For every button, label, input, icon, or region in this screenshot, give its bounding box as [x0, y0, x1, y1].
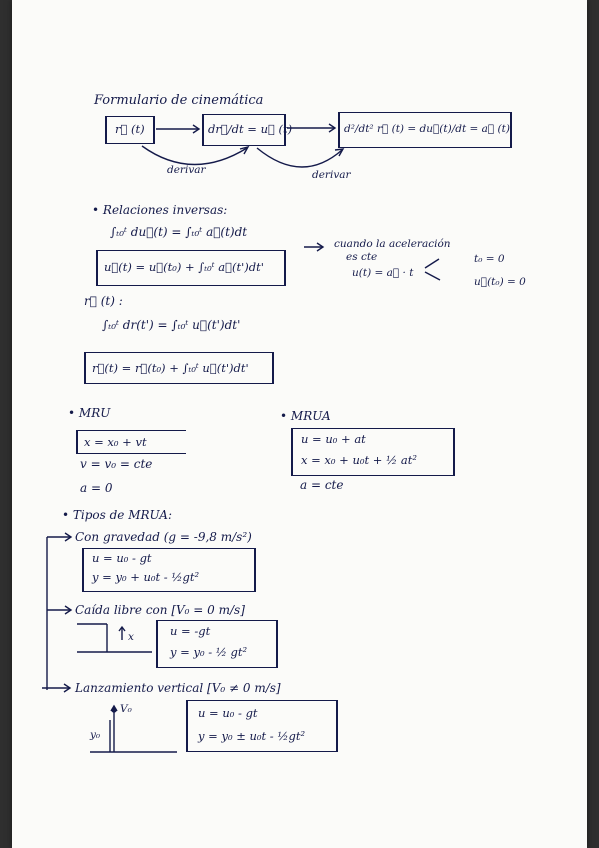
mrua-box: u = u₀ + at x = x₀ + u₀t + ½ at²	[291, 428, 455, 476]
gravedad-line-1: u = u₀ - gt	[92, 551, 152, 565]
relaciones-eq4-box: r⃗(t) = r⃗(t₀) + ∫ₜ₀ᵗ u⃗(t')dt'	[84, 352, 274, 384]
caida-box: u = -gt y = y₀ - ½ gt²	[156, 620, 278, 668]
relaciones-eq2-box: u⃗(t) = u⃗(t₀) + ∫ₜ₀ᵗ a⃗(t')dt'	[96, 250, 286, 286]
mru-box: x = x₀ + vt	[76, 430, 186, 454]
page-title: Formulario de cinemática	[94, 93, 264, 108]
position-formula: r⃗ (t)	[115, 122, 145, 136]
gravedad-line-2: y = y₀ + u₀t - ½gt²	[92, 570, 200, 584]
position-box: r⃗ (t)	[105, 116, 155, 144]
relaciones-eq2: u⃗(t) = u⃗(t₀) + ∫ₜ₀ᵗ a⃗(t')dt'	[104, 260, 264, 274]
caida-axis-label: x	[128, 631, 134, 643]
velocity-formula: dr⃗/dt = u⃗ (t)	[208, 122, 293, 136]
position-label: r⃗ (t) :	[84, 294, 123, 308]
mru-line-2: v = v₀ = cte	[80, 457, 153, 471]
hand-drawn-lines	[42, 123, 441, 753]
mru-line-1: x = x₀ + vt	[84, 435, 147, 449]
gravedad-label: Con gravedad (g = -9,8 m/s²)	[75, 530, 252, 544]
relaciones-eq1: ∫ₜ₀ᵗ du⃗(t) = ∫ₜ₀ᵗ a⃗(t)dt	[110, 225, 248, 239]
note-aceleracion: cuando la aceleración	[334, 238, 451, 250]
tipos-heading: Tipos de MRUA:	[62, 508, 172, 522]
caida-line-1: u = -gt	[170, 624, 211, 638]
relaciones-heading: Relaciones inversas:	[92, 203, 227, 217]
derive-label-2: derivar	[312, 169, 351, 181]
relaciones-eq4: r⃗(t) = r⃗(t₀) + ∫ₜ₀ᵗ u⃗(t')dt'	[92, 361, 249, 375]
note-t0: t₀ = 0	[474, 253, 505, 265]
note-cte: es cte	[346, 251, 378, 263]
mrua-line-3: a = cte	[300, 478, 344, 492]
acceleration-formula: d²/dt² r⃗ (t) = du⃗(t)/dt = a⃗ (t)	[344, 123, 510, 135]
gravedad-box: u = u₀ - gt y = y₀ + u₀t - ½gt²	[82, 548, 256, 592]
mrua-heading: MRUA	[280, 409, 331, 423]
lanzamiento-line-2: y = y₀ ± u₀t - ½gt²	[198, 729, 306, 743]
derive-label: derivar	[167, 164, 206, 176]
note-u0: u⃗(t₀) = 0	[474, 276, 526, 288]
caida-label: Caída libre con [V₀ = 0 m/s]	[75, 603, 245, 617]
velocity-box: dr⃗/dt = u⃗ (t)	[202, 114, 292, 146]
y0-label: y₀	[90, 729, 101, 741]
v0-label: V₀	[120, 703, 132, 715]
notebook-page: Formulario de cinemática r⃗ (t) dr⃗/dt =…	[12, 0, 587, 848]
lanzamiento-line-1: u = u₀ - gt	[198, 706, 258, 720]
note-velocity: u(t) = a⃗ · t	[352, 267, 414, 279]
acceleration-box: d²/dt² r⃗ (t) = du⃗(t)/dt = a⃗ (t)	[338, 112, 512, 148]
mrua-line-2: x = x₀ + u₀t + ½ at²	[301, 453, 417, 467]
lanzamiento-box: u = u₀ - gt y = y₀ ± u₀t - ½gt²	[186, 700, 338, 752]
mru-line-3: a = 0	[80, 481, 113, 495]
caida-line-2: y = y₀ - ½ gt²	[170, 645, 248, 659]
lanzamiento-label: Lanzamiento vertical [V₀ ≠ 0 m/s]	[75, 681, 281, 695]
mru-heading: MRU	[68, 406, 110, 420]
mrua-line-1: u = u₀ + at	[301, 432, 366, 446]
relaciones-eq3: ∫ₜ₀ᵗ dr(t') = ∫ₜ₀ᵗ u⃗(t')dt'	[102, 318, 241, 332]
